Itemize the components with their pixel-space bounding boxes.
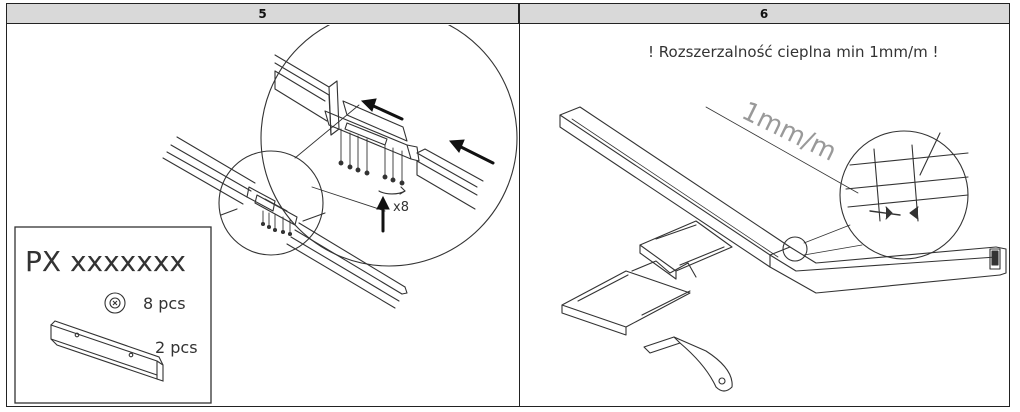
push-arrow-connector [367,102,404,121]
thermal-expansion-warning: ! Rozszerzalność cieplna min 1mm/m ! [648,43,938,61]
detail-circle-small [782,236,808,262]
instruction-sheet: 5 6 [6,3,1010,407]
push-arrow-profile [455,143,495,165]
part-code: PX xxxxxxx [25,245,186,278]
step-5-illustration: x8 PX xxxxxxx 8 pcs [14,25,518,404]
detail-circle-large [260,25,518,267]
detail-circle-small [218,150,324,256]
screw-quantity: 8 pcs [143,294,186,313]
step-5-header: 5 [7,4,519,24]
screw-multiplier: x8 [393,200,409,215]
screw-icon [104,292,126,314]
screws-large [338,128,405,186]
profile-rail-right [286,222,408,309]
dimension-line [705,106,859,194]
connector-part-icon [50,320,164,382]
profile-right-large [416,148,484,210]
profile-rail-left [162,136,256,205]
connector-large [324,100,420,162]
cut-profile-pieces [561,220,733,336]
knife-icon [643,336,733,392]
expansion-label: 1mm/m [737,96,841,167]
connector-quantity: 2 pcs [155,338,198,357]
step-6-panel: ! Rozszerzalność cieplna min 1mm/m ! [520,25,1009,406]
detail-circle-large [839,130,969,260]
step-6-header: 6 [519,4,1009,24]
profile-end-large [274,54,340,136]
l-profile [559,106,1007,294]
parts-legend: PX xxxxxxx 8 pcs 2 pcs [14,226,212,404]
small-joint-detail [220,186,326,237]
step-6-illustration: ! Rozszerzalność cieplna min 1mm/m ! [559,43,1007,392]
expansion-gap-detail [845,132,969,222]
panel-divider [519,4,520,406]
step-5-panel: x8 PX xxxxxxx 8 pcs [7,25,519,406]
